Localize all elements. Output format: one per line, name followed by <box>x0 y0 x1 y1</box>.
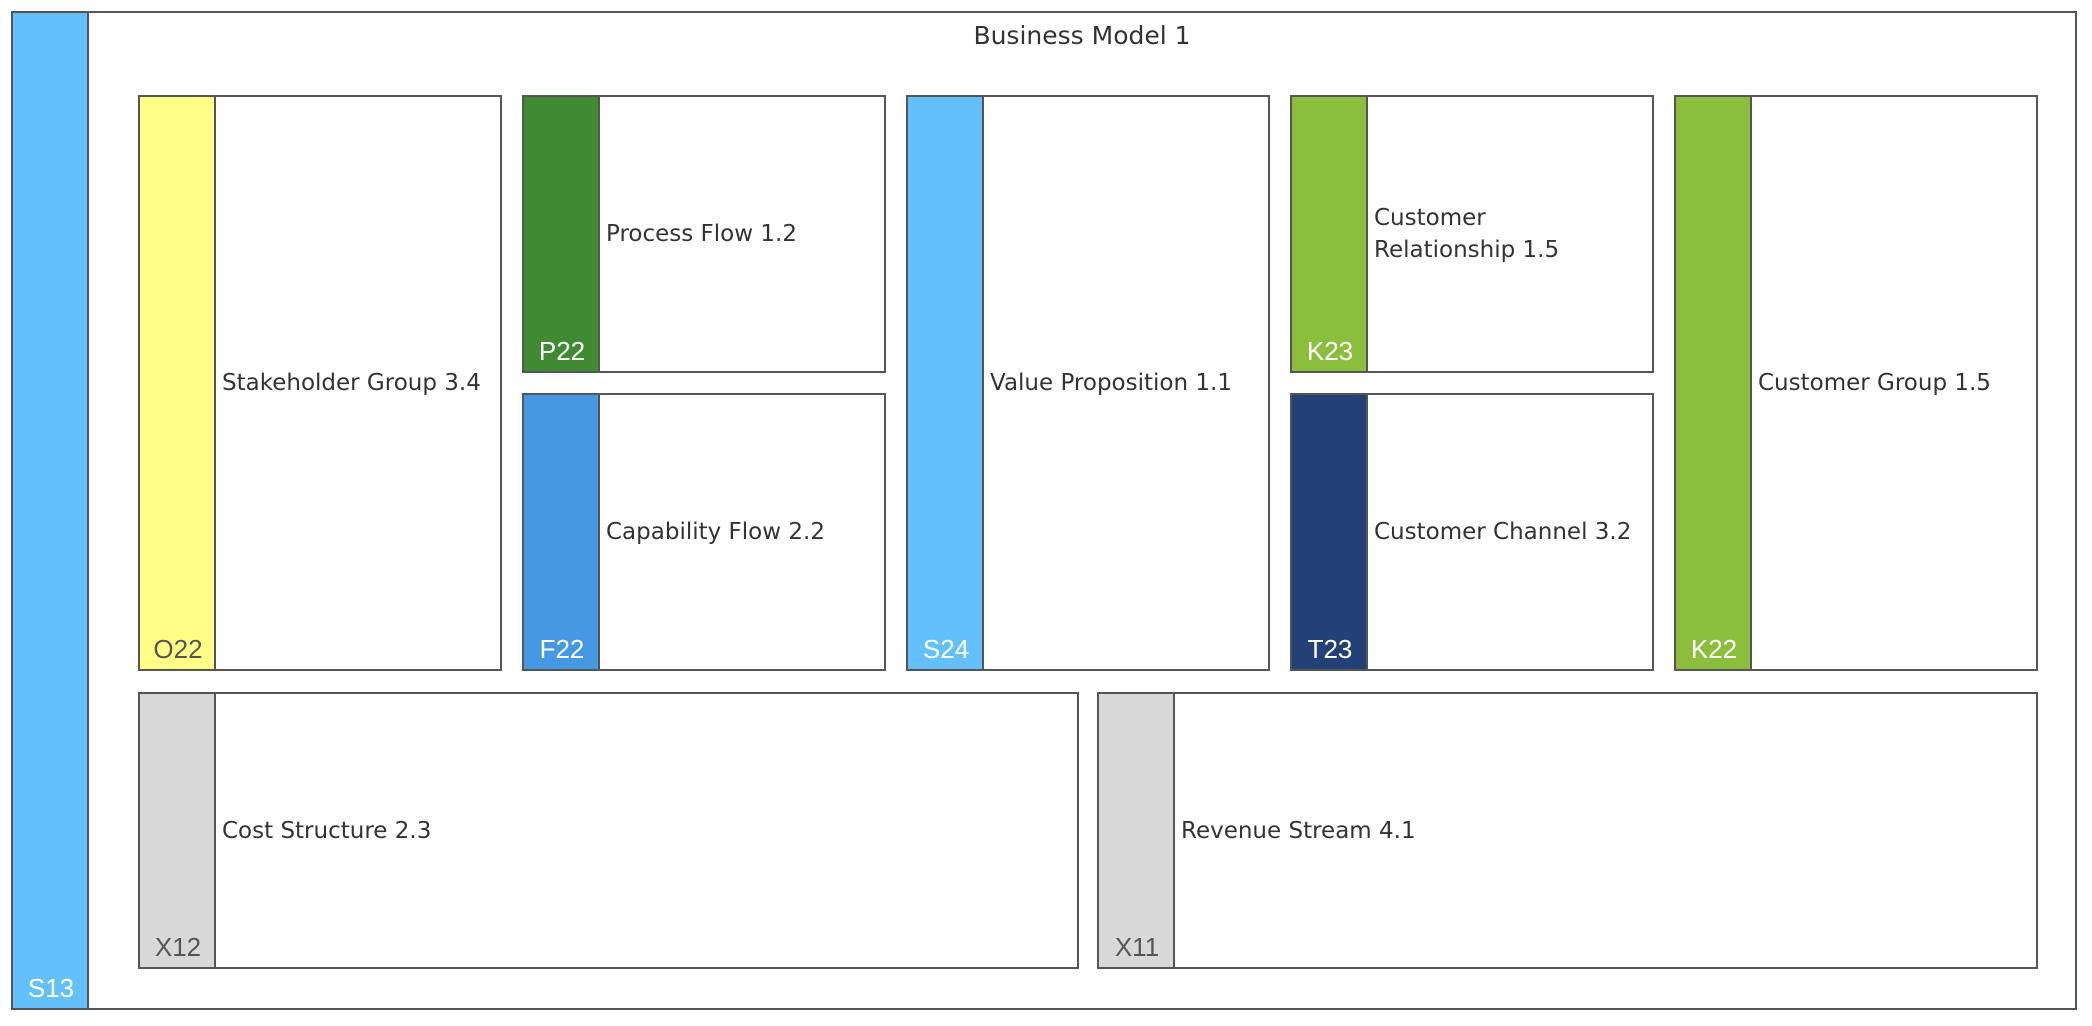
stakeholder-group-block[interactable]: O22 Stakeholder Group 3.4 <box>138 95 502 671</box>
customer-group-label: Customer Group 1.5 <box>1758 369 1991 396</box>
business-model-strip: S13 <box>13 13 89 1008</box>
stakeholder-group-strip: O22 <box>140 97 216 669</box>
business-model-code: S13 <box>27 973 75 1003</box>
stakeholder-group-code: O22 <box>153 634 203 664</box>
business-model-title: Business Model 1 <box>973 21 1191 50</box>
process-flow-code: P22 <box>538 336 586 366</box>
revenue-stream-strip: X11 <box>1099 694 1175 967</box>
customer-relationship-code: K23 <box>1306 336 1354 366</box>
revenue-stream-block[interactable]: X11 Revenue Stream 4.1 <box>1097 692 2038 969</box>
process-flow-label: Process Flow 1.2 <box>606 220 797 247</box>
value-proposition-strip: S24 <box>908 97 984 669</box>
capability-flow-strip: F22 <box>524 395 600 669</box>
customer-channel-code: T23 <box>1307 634 1353 664</box>
capability-flow-label: Capability Flow 2.2 <box>606 518 825 545</box>
revenue-stream-code: X11 <box>1114 932 1160 962</box>
customer-channel-block[interactable]: T23 Customer Channel 3.2 <box>1290 393 1654 671</box>
customer-channel-strip: T23 <box>1292 395 1368 669</box>
value-proposition-label: Value Proposition 1.1 <box>990 369 1232 396</box>
customer-group-strip: K22 <box>1676 97 1752 669</box>
process-flow-block[interactable]: P22 Process Flow 1.2 <box>522 95 886 373</box>
customer-relationship-strip: K23 <box>1292 97 1368 371</box>
capability-flow-code: F22 <box>539 634 585 664</box>
revenue-stream-label: Revenue Stream 4.1 <box>1181 817 1416 844</box>
value-proposition-block[interactable]: S24 Value Proposition 1.1 <box>906 95 1270 671</box>
cost-structure-code: X12 <box>154 932 202 962</box>
customer-channel-label: Customer Channel 3.2 <box>1374 518 1632 545</box>
cost-structure-block[interactable]: X12 Cost Structure 2.3 <box>138 692 1079 969</box>
process-flow-strip: P22 <box>524 97 600 371</box>
cost-structure-strip: X12 <box>140 694 216 967</box>
customer-group-block[interactable]: K22 Customer Group 1.5 <box>1674 95 2038 671</box>
customer-relationship-block[interactable]: K23 Customer Relationship 1.5 <box>1290 95 1654 373</box>
value-proposition-code: S24 <box>922 634 970 664</box>
stakeholder-group-label: Stakeholder Group 3.4 <box>222 369 481 396</box>
customer-relationship-label: Customer Relationship 1.5 <box>1374 204 1560 263</box>
capability-flow-block[interactable]: F22 Capability Flow 2.2 <box>522 393 886 671</box>
cost-structure-label: Cost Structure 2.3 <box>222 817 432 844</box>
customer-group-code: K22 <box>1690 634 1738 664</box>
